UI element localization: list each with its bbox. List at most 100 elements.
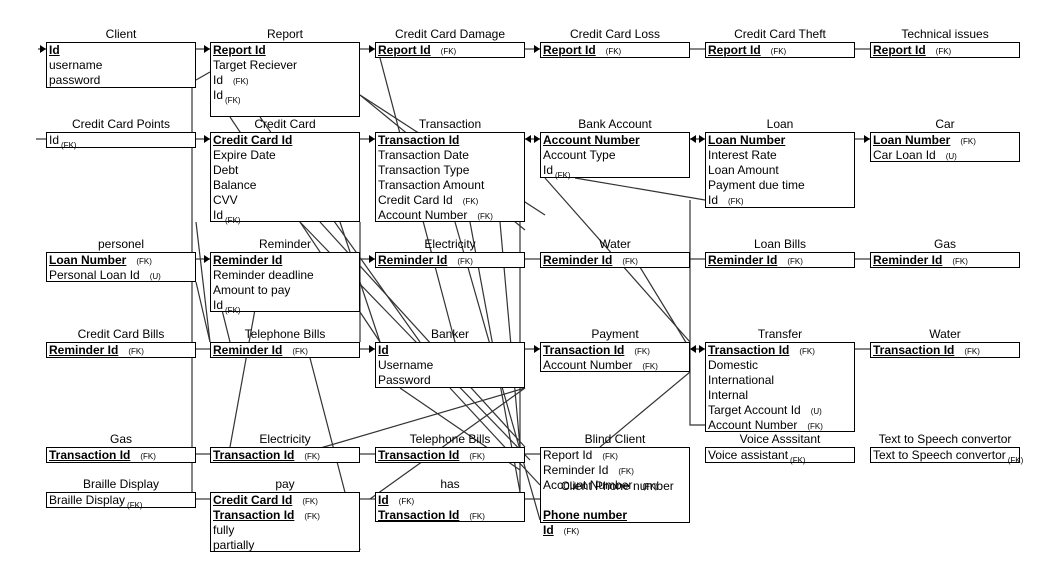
attribute-name: Reminder Id xyxy=(543,463,609,477)
attribute-row: Phone number xyxy=(541,508,689,523)
attribute-name: password xyxy=(49,73,101,87)
attribute-row: Id(FK) xyxy=(211,208,359,225)
arrowhead-icon xyxy=(369,255,375,263)
relationship-line xyxy=(195,221,211,343)
attribute-name: Id xyxy=(708,193,719,207)
entity-title: Loan Bills xyxy=(753,237,807,251)
attribute-key-tag: (FK) xyxy=(563,527,580,536)
attribute-row: Voice assistant(FK) xyxy=(706,448,854,465)
attribute-name: Account Type xyxy=(543,148,616,162)
entity-body: Reminder Id(FK) xyxy=(210,342,360,358)
attribute-name: Internal xyxy=(708,388,749,402)
attribute-name: Account Number xyxy=(543,478,633,492)
attribute-row: username xyxy=(47,58,195,73)
attribute-row: International xyxy=(706,373,854,388)
attribute-row: Credit Card Id(FK) xyxy=(376,193,524,208)
attribute-row: Reminder Id(FK) xyxy=(706,253,854,268)
attribute-row: partially xyxy=(211,538,359,553)
attribute-row: Account Number xyxy=(541,133,689,148)
attribute-row: Domestic xyxy=(706,358,854,373)
attribute-key-tag: (FK) xyxy=(605,47,622,56)
attribute-row: Username xyxy=(376,358,524,373)
arrowhead-icon xyxy=(525,135,531,143)
entity-body: Transaction Id(FK) xyxy=(375,447,525,463)
attribute-name: Transaction Id xyxy=(543,343,625,357)
attribute-row: Transaction Id xyxy=(376,133,524,148)
attribute-name: Reminder Id xyxy=(49,343,119,357)
attribute-row: Transaction Id(FK) xyxy=(47,448,195,463)
attribute-name: Report Id xyxy=(543,43,596,57)
attribute-key-tag: (FK) xyxy=(477,212,493,221)
attribute-name: fully xyxy=(213,523,235,537)
attribute-row: Reminder Id(FK) xyxy=(541,253,689,268)
entity-title: Payment xyxy=(591,327,639,341)
attribute-name: Report Id xyxy=(708,43,761,57)
relationship-line xyxy=(574,177,706,201)
arrowhead-icon xyxy=(864,135,870,143)
attribute-row: Id(FK) xyxy=(211,298,359,315)
entity-body: Report Id(FK) xyxy=(375,42,525,58)
attribute-name: Balance xyxy=(213,178,257,192)
attribute-name: Credit Card Id xyxy=(378,193,453,207)
attribute-name: Debt xyxy=(213,163,239,177)
attribute-row: Password xyxy=(376,373,524,388)
attribute-row: Loan Number xyxy=(706,133,854,148)
entity-title: Voice Asssitant xyxy=(739,432,821,446)
relationship-line xyxy=(689,200,705,426)
entity-body: Report Id(FK)Reminder Id(FK)Account Numb… xyxy=(540,447,690,537)
relationship-line xyxy=(195,281,211,343)
arrowhead-icon xyxy=(690,345,696,353)
attribute-key-tag: (FK) xyxy=(799,347,815,356)
entity-ccpoints[interactable]: Credit Card Points Id(FK) xyxy=(46,117,196,150)
attribute-name: Personal Loan Id xyxy=(49,268,140,282)
entity-body: Transaction Id(FK)Account Number(FK) xyxy=(540,342,690,372)
attribute-key-tag: (FK) xyxy=(642,482,658,491)
entity-title: Gas xyxy=(109,432,132,446)
attribute-name: Reminder Id xyxy=(213,343,283,357)
attribute-row: Reminder Id(FK) xyxy=(376,253,524,268)
entity-title: Credit Card xyxy=(254,117,316,131)
attribute-key-tag: (FK) xyxy=(602,452,618,461)
attribute-name: Loan Number xyxy=(873,133,951,147)
attribute-name: Client Phone number xyxy=(561,479,674,493)
entity-title: Braille Display xyxy=(82,477,160,491)
attribute-key-tag: (FK) xyxy=(790,456,806,465)
arrowhead-icon xyxy=(369,45,375,53)
attribute-row: Target Reciever xyxy=(211,58,359,73)
attribute-key-tag: (U) xyxy=(149,272,161,281)
attribute-name: Account Number xyxy=(543,133,640,147)
